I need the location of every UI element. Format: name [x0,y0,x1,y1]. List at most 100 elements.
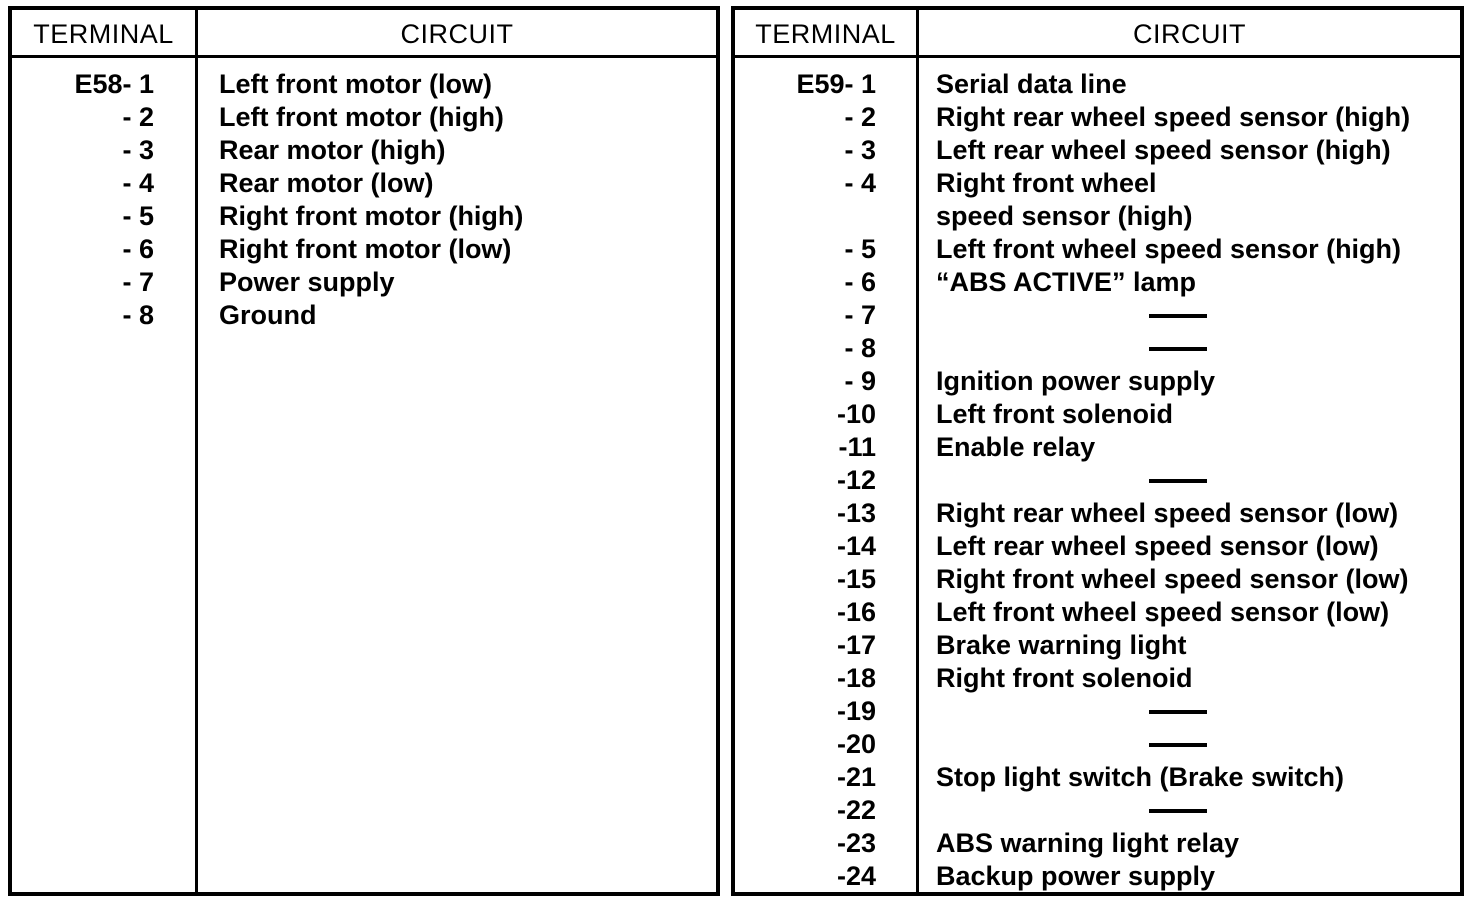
terminal-number: - 6 [844,267,876,297]
terminal-number: - 6 [122,234,154,264]
circuit-description: Left front wheel speed sensor (high) [936,234,1402,264]
table-row: -14 Left rear wheel speed sensor (low) [735,530,1460,563]
terminal-number: - 3 [844,135,876,165]
circuit-description: Left front solenoid [936,399,1173,429]
column-divider [916,10,919,892]
table-body: E59- 1 Serial data line - 2 Right rear whee… [735,58,1460,903]
circuit-description: Enable relay [936,432,1096,462]
table-row: -21 Stop light switch (Brake switch) [735,761,1460,794]
blank-circuit-dash [1149,743,1207,747]
table-row: - 3 Left rear wheel speed sensor (high) [735,134,1460,167]
table-row: - 6 Right front motor (low) [12,233,716,266]
table-row: -19 [735,695,1460,728]
table-header-row: TERMINAL CIRCUIT [12,10,716,58]
table-row: -13 Right rear wheel speed sensor (low) [735,497,1460,530]
circuit-description: ABS warning light relay [936,828,1240,858]
circuit-description: Rear motor (high) [219,135,446,165]
circuit-description: Left rear wheel speed sensor (high) [936,135,1391,165]
table-row: - 6“ABS ACTIVE” lamp [735,266,1460,299]
circuit-description: Rear motor (low) [219,168,434,198]
circuit-description: Left front motor (high) [219,102,504,132]
circuit-description: Power supply [219,267,395,297]
table-row: E58- 1 Left front motor (low) [12,68,716,101]
terminal-number: - 2 [844,102,876,132]
terminal-number: -10 [836,399,876,429]
circuit-description: Backup power supply [936,861,1216,891]
circuit-description: Right rear wheel speed sensor (high) [936,102,1411,132]
blank-circuit-dash [1149,347,1207,351]
table-row: - 7 [735,299,1460,332]
terminal-number: -21 [836,762,876,792]
table-row: -12 [735,464,1460,497]
table-row: - 8 [735,332,1460,365]
terminal-number: -20 [836,729,876,759]
terminal-number: - 9 [844,366,876,396]
terminal-number: -22 [836,795,876,825]
circuit-description: Left rear wheel speed sensor (low) [936,531,1379,561]
header-circuit: CIRCUIT [400,19,514,49]
terminal-number: -11 [838,432,876,462]
terminal-number: -16 [836,597,876,627]
table-row: - 9 Ignition power supply [735,365,1460,398]
circuit-description: Right front motor (high) [219,201,524,231]
table-row: -11 Enable relay [735,431,1460,464]
blank-circuit-dash [1149,710,1207,714]
header-terminal: TERMINAL [755,19,896,49]
terminal-number: -13 [836,498,876,528]
table-row: - 3 Rear motor (high) [12,134,716,167]
table-row: -20 [735,728,1460,761]
terminal-number: E58- 1 [74,69,154,99]
terminal-number: - 5 [122,201,154,231]
blank-circuit-dash [1149,809,1207,813]
circuit-description: Stop light switch (Brake switch) [936,762,1345,792]
terminal-number: -14 [836,531,876,561]
terminal-number: -12 [836,465,876,495]
table-body: E58- 1 Left front motor (low) - 2 Left fron… [12,58,716,903]
terminal-number: -24 [836,861,876,891]
table-row: -15 Right front wheel speed sensor (low) [735,563,1460,596]
circuit-description: Right front wheel speed sensor (low) [936,564,1409,594]
table-row: - 8 Ground [12,299,716,332]
terminal-number: -19 [836,696,876,726]
terminal-number: - 7 [844,300,876,330]
table-row: - 4 Rear motor (low) [12,167,716,200]
circuit-description: Left front wheel speed sensor (low) [936,597,1390,627]
table-row: -16 Left front wheel speed sensor (low) [735,596,1460,629]
terminal-number: - 3 [122,135,154,165]
terminal-number: -15 [836,564,876,594]
terminal-number: - 8 [844,333,876,363]
table-row: -24 Backup power supply [735,860,1460,893]
table-row: E59- 1 Serial data line [735,68,1460,101]
table-row: - 2 Right rear wheel speed sensor (high) [735,101,1460,134]
terminal-number: - 5 [844,234,876,264]
terminal-number: -18 [836,663,876,693]
table-row: -22 [735,794,1460,827]
table-row: -10 Left front solenoid [735,398,1460,431]
terminal-number: - 7 [122,267,154,297]
circuit-description: Right rear wheel speed sensor (low) [936,498,1399,528]
table-row: - 5 Left front wheel speed sensor (high) [735,233,1460,266]
circuit-description: Right front wheel speed sensor (high) [936,168,1193,231]
terminal-number: E59- 1 [796,69,876,99]
circuit-description: Brake warning light [936,630,1187,660]
blank-circuit-dash [1149,479,1207,483]
circuit-description: Ground [219,300,317,330]
circuit-description: Ignition power supply [936,366,1215,396]
terminal-number: - 8 [122,300,154,330]
header-terminal: TERMINAL [33,19,174,49]
terminal-number: - 4 [844,168,876,198]
circuit-description: Right front motor (low) [219,234,512,264]
blank-circuit-dash [1149,314,1207,318]
header-circuit: CIRCUIT [1133,19,1246,49]
circuit-description: Left front motor (low) [219,69,492,99]
table-header-row: TERMINAL CIRCUIT [735,10,1460,58]
terminal-number: - 4 [122,168,154,198]
table-row: - 2 Left front motor (high) [12,101,716,134]
terminal-number: - 2 [122,102,154,132]
table-row: - 4 Right front wheel speed sensor (high) [735,167,1460,233]
circuit-description: Serial data line [936,69,1127,99]
